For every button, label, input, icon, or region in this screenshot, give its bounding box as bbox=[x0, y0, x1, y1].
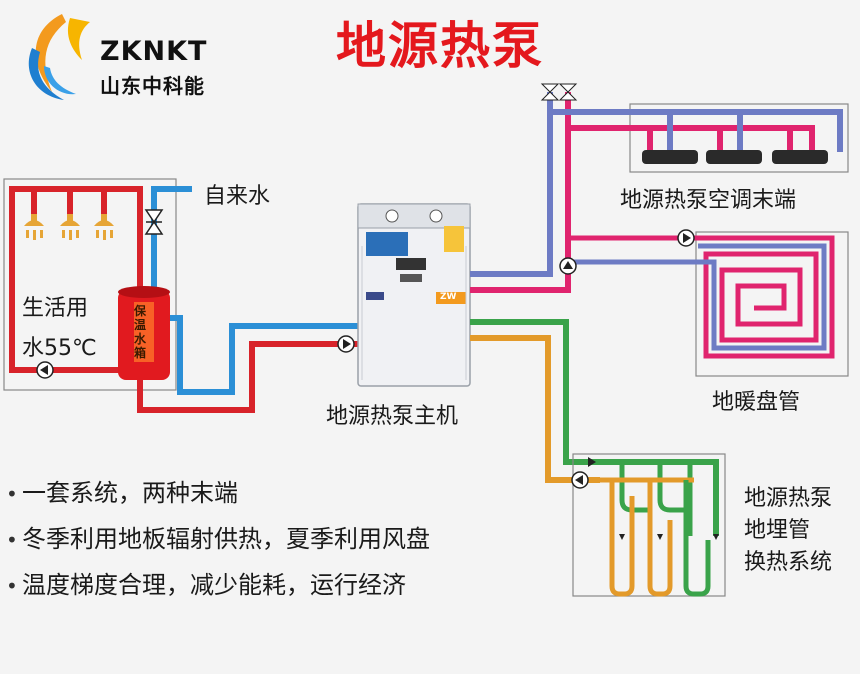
ac-terminal-zone bbox=[629, 103, 849, 173]
pump-icon bbox=[337, 335, 355, 353]
water-tank bbox=[118, 286, 170, 380]
tank-label: 保温水箱 bbox=[134, 304, 147, 360]
showerhead-icon bbox=[24, 214, 114, 226]
floor-heating-label: 地暖盘管 bbox=[712, 390, 801, 415]
heat-pump-main-unit bbox=[357, 203, 471, 387]
floor-heating-zone bbox=[695, 231, 849, 377]
ground-supply-pipe bbox=[470, 319, 719, 536]
tank-return-pipe bbox=[170, 315, 358, 395]
valve-icon bbox=[144, 209, 164, 235]
tank-supply-pipe bbox=[137, 341, 358, 413]
brand-name-en: ZKNKT bbox=[100, 36, 208, 67]
ground-loop-label-line2: 地埋管 bbox=[744, 518, 811, 543]
pump-icon bbox=[571, 471, 589, 489]
ac-terminal-label: 地源热泵空调末端 bbox=[620, 188, 797, 213]
unit-badge: ZW bbox=[440, 292, 457, 302]
page-title: 地源热泵 bbox=[336, 17, 544, 75]
ground-return-pipe bbox=[470, 335, 600, 483]
brand-name-cn: 山东中科能 bbox=[100, 74, 205, 98]
feature-item: •一套系统，两种末端 bbox=[6, 479, 238, 507]
tap-water-label: 自来水 bbox=[204, 184, 271, 209]
domestic-water-label-line2: 水55℃ bbox=[22, 336, 97, 361]
ac-return-pipe bbox=[470, 92, 553, 277]
zknkt-logo-icon bbox=[28, 14, 90, 100]
tap-water-pipe bbox=[151, 186, 192, 292]
ground-loop-zone bbox=[572, 453, 726, 597]
feature-list: •一套系统，两种末端 •冬季利用地板辐射供热，夏季利用风盘 •温度梯度合理，减少… bbox=[6, 470, 430, 608]
ground-loop-label-line1: 地源热泵 bbox=[744, 486, 833, 511]
ac-supply-pipe bbox=[470, 92, 571, 293]
pump-icon bbox=[677, 229, 695, 247]
pump-icon bbox=[559, 257, 577, 275]
feature-item: •冬季利用地板辐射供热，夏季利用风盘 bbox=[6, 525, 430, 553]
feature-item: •温度梯度合理，减少能耗，运行经济 bbox=[6, 571, 406, 599]
main-unit-label: 地源热泵主机 bbox=[326, 404, 459, 429]
ground-loop-label-line3: 换热系统 bbox=[744, 550, 833, 575]
fan-coil-icon bbox=[642, 150, 828, 164]
valve-icon bbox=[540, 83, 578, 101]
pump-icon bbox=[36, 361, 54, 379]
domestic-water-label-line1: 生活用 bbox=[22, 296, 89, 321]
